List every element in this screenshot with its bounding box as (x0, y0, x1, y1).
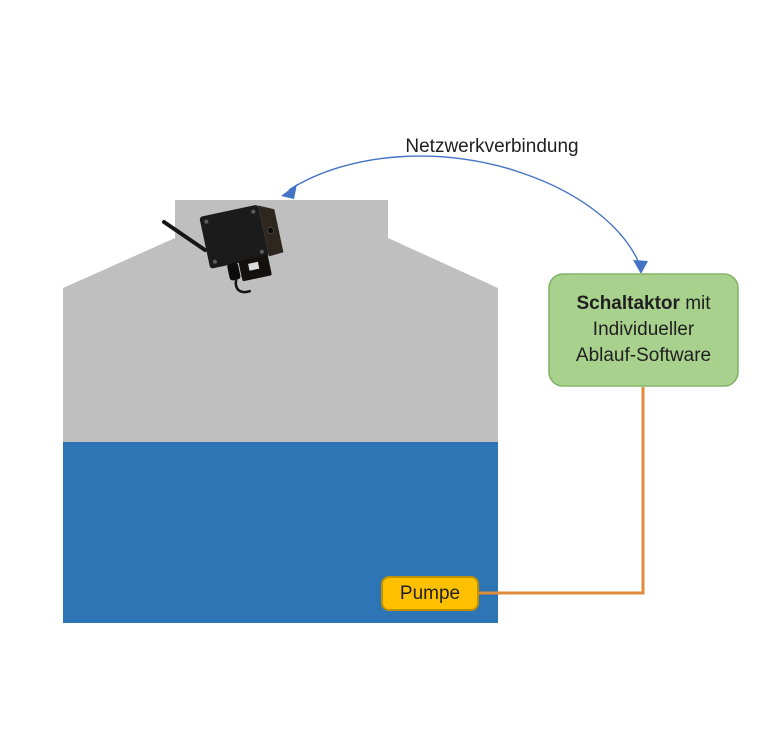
network-arrow-curve (288, 155, 640, 264)
arrowhead-to-schaltaktor (633, 260, 648, 274)
sensor-antenna (162, 220, 207, 252)
schaltaktor-label: Schaltaktor mit Individueller Ablauf-Sof… (549, 274, 738, 386)
arrowhead-to-sensor (281, 184, 297, 199)
pump-label: Pumpe (399, 582, 461, 604)
sensor-cable (234, 278, 252, 294)
network-connection-label: Netzwerkverbindung (405, 136, 579, 157)
sensor-side-port (266, 226, 275, 235)
pump-connector-line (478, 387, 645, 595)
sensor-label-sticker (248, 261, 260, 271)
sensor-cable-gland (227, 262, 241, 281)
schaltaktor-label-line1: Schaltaktor mit (576, 293, 711, 314)
pump-box (381, 576, 479, 611)
schaltaktor-label-line3: Ablauf-Software (575, 345, 712, 366)
sensor-box-front (199, 205, 269, 269)
schaltaktor-label-line2: Individueller (592, 319, 695, 340)
schaltaktor-box (548, 273, 739, 387)
network-connection-arrow (281, 155, 648, 274)
level-sensor-device-icon (162, 205, 284, 294)
